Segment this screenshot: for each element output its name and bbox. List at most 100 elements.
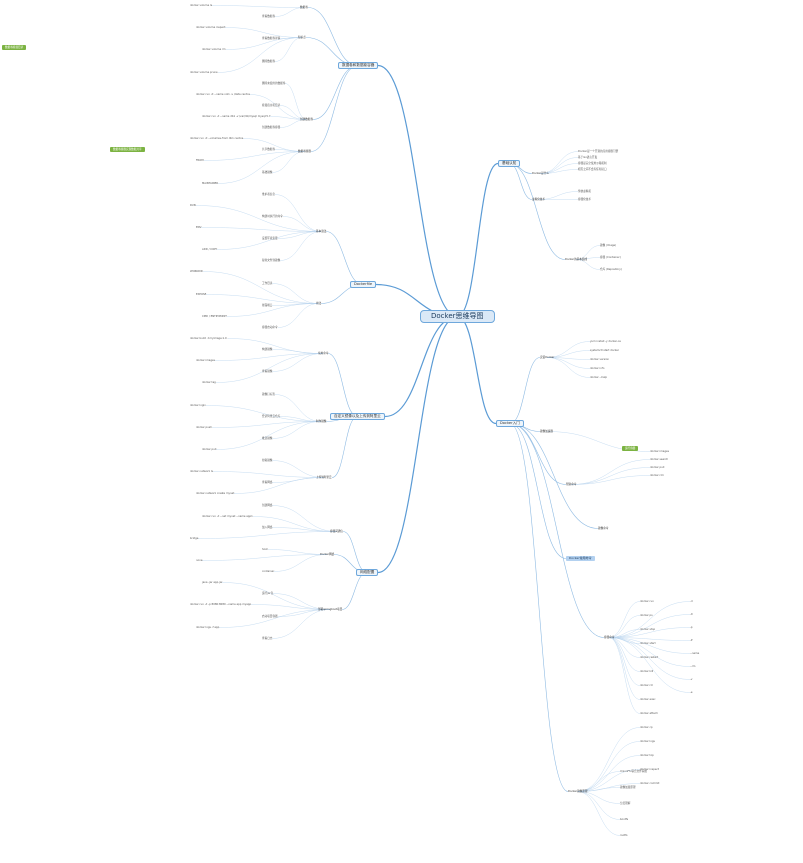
edge xyxy=(577,787,621,792)
edge xyxy=(575,257,601,260)
edge xyxy=(216,231,322,250)
sub-container-comm[interactable]: 容器间通信 xyxy=(330,530,343,533)
sub-volume-container[interactable]: 数据卷容器 xyxy=(298,150,311,153)
sub-image-commands[interactable]: 镜像命令 xyxy=(598,527,609,530)
branch-dockerfile[interactable]: Dockerfile xyxy=(350,281,377,288)
sub-create-volume[interactable]: 创建数据卷 xyxy=(300,118,313,121)
edge xyxy=(224,27,303,38)
right-leaf: -d xyxy=(690,600,693,603)
edge xyxy=(279,105,307,120)
edge xyxy=(271,460,325,478)
right-leaf: docker pull xyxy=(650,466,665,469)
edge xyxy=(277,303,319,328)
left-leaf: docker run -it --name vol1 -v /data cent… xyxy=(196,92,250,96)
edge xyxy=(570,475,651,485)
left-leaf: 查看数据卷详情 xyxy=(262,37,281,41)
edge xyxy=(200,227,322,232)
sub-components[interactable]: Docker的基本组成 xyxy=(565,258,588,261)
edge xyxy=(457,162,499,318)
edge xyxy=(608,614,691,638)
sub-make-image[interactable]: 制作镜像 xyxy=(316,420,327,423)
left-leaf: docker pull xyxy=(202,448,217,451)
right-leaf: docker kill xyxy=(640,670,654,673)
edge xyxy=(215,421,322,450)
sub-virtualization[interactable]: 虚拟化技术 xyxy=(532,198,545,201)
left-leaf: 维护者信息 xyxy=(262,192,275,196)
edge xyxy=(540,169,579,174)
edge xyxy=(272,593,331,610)
branch-docker-intro[interactable]: Docker入门 xyxy=(496,420,524,427)
left-leaf: 拉取镜像 xyxy=(262,459,273,463)
right-leaf: 容器是完全使用沙箱机制 xyxy=(578,162,607,165)
edge xyxy=(384,315,458,418)
tag-run-container: 运行容器 xyxy=(622,446,639,451)
right-leaf: -v xyxy=(690,678,693,681)
sub-common-commands-right[interactable]: Docker常用命令 xyxy=(566,556,595,561)
sub-basic-syntax[interactable]: 基本语法 xyxy=(316,230,327,233)
left-leaf: 删除未使用的数据卷 xyxy=(262,81,286,85)
edge xyxy=(608,627,691,638)
right-leaf: 相互之间不会有任何接口 xyxy=(578,168,607,171)
sub-install[interactable]: 安装Docker xyxy=(540,356,555,359)
right-leaf: docker --help xyxy=(590,376,608,379)
edge xyxy=(608,637,691,693)
edge xyxy=(577,791,621,804)
right-leaf: 传统虚拟机 xyxy=(578,190,591,193)
left-leaf: 启动项目容器 xyxy=(262,614,278,618)
edge xyxy=(608,601,691,638)
sub-usage[interactable]: 用法 xyxy=(316,302,322,305)
edge xyxy=(377,315,458,574)
right-leaf: docker search xyxy=(650,458,669,461)
edge xyxy=(546,357,591,369)
left-leaf: docker network ls xyxy=(190,470,213,474)
sub-knowledge[interactable]: 知识点 xyxy=(298,36,306,39)
sub-springboot[interactable]: 部署springboot项目 xyxy=(318,608,343,611)
left-leaf: 设置环境变量 xyxy=(262,237,278,241)
sub-mirror[interactable]: 镜像加速器 xyxy=(540,430,553,433)
right-leaf: docker ps xyxy=(640,614,653,617)
edge xyxy=(279,231,322,261)
edge xyxy=(509,423,567,485)
sub-help-commands[interactable]: 帮助命令 xyxy=(566,483,577,486)
root-node[interactable]: Docker思维导图 xyxy=(420,310,495,323)
branch-network[interactable]: 网络配置 xyxy=(356,569,379,576)
edge xyxy=(197,531,337,539)
left-leaf: docker tag xyxy=(202,381,216,385)
left-leaf: docker push xyxy=(196,425,212,429)
left-leaf: docker run -d --name db1 -v /var/lib/mys… xyxy=(202,115,271,118)
edge xyxy=(341,572,368,610)
sub-what-is-docker[interactable]: Docker是什么 xyxy=(532,172,549,175)
sub-common-commands[interactable]: 常用命令 xyxy=(318,352,329,355)
edge xyxy=(233,477,325,494)
right-leaf: 基于Go语言开发 xyxy=(578,156,598,159)
edge xyxy=(608,637,641,714)
edge xyxy=(271,527,337,532)
left-leaf: 挂载宿主机目录 xyxy=(262,103,281,107)
edge xyxy=(271,421,322,439)
left-leaf: 加入网络 xyxy=(262,525,273,529)
right-leaf: -it xyxy=(690,613,693,616)
right-leaf: UnionFS 联合文件系统 xyxy=(620,770,647,773)
left-leaf: bridge xyxy=(190,536,199,540)
edge xyxy=(269,116,307,120)
left-leaf: 创建数据卷容器 xyxy=(262,126,281,130)
edge xyxy=(546,341,591,358)
sub-image-principle[interactable]: Docker镜像原理 xyxy=(568,790,588,793)
sub-volume[interactable]: 数据卷 xyxy=(300,6,308,9)
sub-container-commands[interactable]: 容器命令 xyxy=(604,636,615,639)
left-leaf: docker run -d --net mynet --name app1 xyxy=(202,514,253,518)
edge xyxy=(201,554,328,561)
branch-custom-image[interactable]: 自定义镜像以及上传到阿里云 xyxy=(330,413,385,420)
branch-basics[interactable]: 基础认知 xyxy=(498,160,521,167)
right-leaf: --rm xyxy=(690,665,696,668)
edge xyxy=(205,294,319,304)
sub-docker-network[interactable]: Docker网络 xyxy=(320,553,335,556)
edge xyxy=(274,37,303,62)
edge xyxy=(546,357,591,378)
branch-volumes[interactable]: 数据卷和数据卷容器 xyxy=(338,62,379,69)
sub-upload-aliyun[interactable]: 上传到阿里云 xyxy=(316,476,332,479)
edge xyxy=(249,94,307,120)
edge xyxy=(267,549,328,555)
edge xyxy=(195,205,322,232)
